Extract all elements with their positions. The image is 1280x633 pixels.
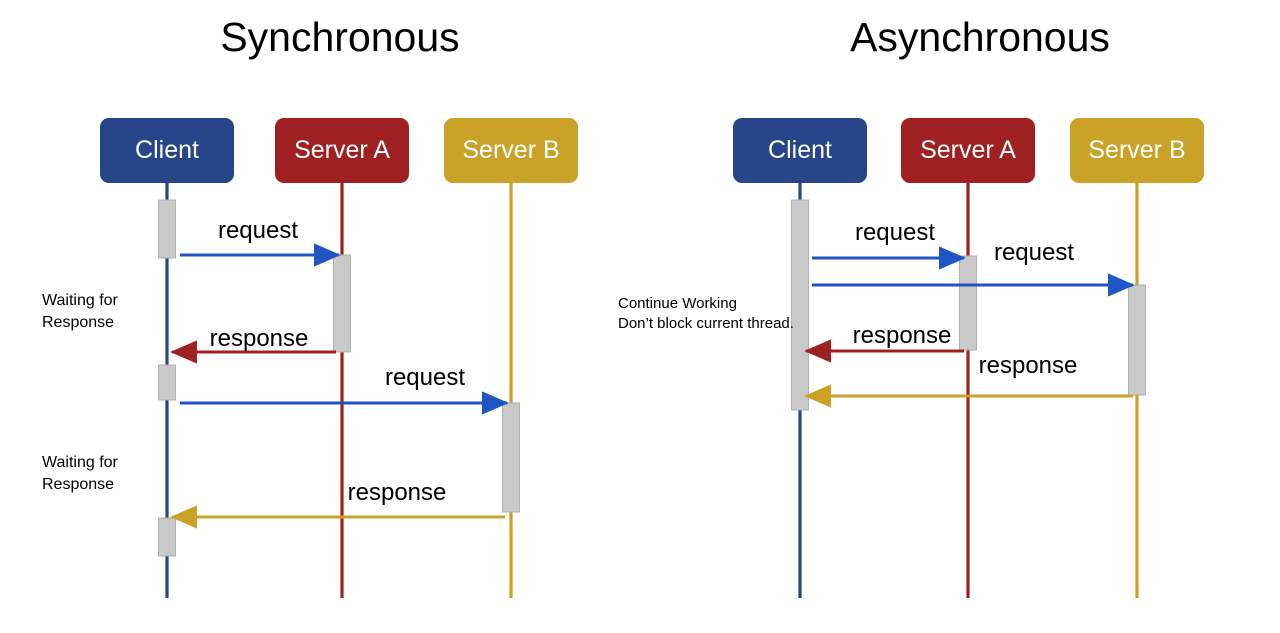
activation-bar (1128, 284, 1146, 396)
activation-bar (502, 402, 520, 513)
activation-bar (791, 199, 809, 411)
note-line: Don’t block current thread. (618, 315, 794, 333)
actor-label: Client (135, 136, 199, 164)
activation-bar (158, 199, 176, 259)
message-label-response: response (852, 322, 952, 349)
note-line: Continue Working (618, 295, 737, 312)
message-label-request: request (993, 239, 1075, 266)
message-label-request: request (384, 364, 466, 391)
message-label-response: response (209, 325, 309, 352)
diagram-title-synchronous: Synchronous (220, 14, 460, 60)
diagram-synchronous (158, 183, 520, 598)
message-label-response: response (347, 479, 447, 506)
diagram-asynchronous (791, 183, 1146, 598)
actor-box-client[interactable]: Client (100, 118, 234, 183)
actor-label: Client (768, 136, 832, 164)
message-label-request: request (854, 219, 936, 246)
actor-box-server-a[interactable]: Server A (275, 118, 409, 183)
actor-label: Server B (462, 136, 560, 164)
actor-label: Server B (1088, 136, 1186, 164)
note-line: Response (42, 313, 115, 331)
actor-box-client[interactable]: Client (733, 118, 867, 183)
actor-box-server-b[interactable]: Server B (444, 118, 578, 183)
activation-bar (158, 517, 176, 557)
activation-bar (959, 255, 977, 351)
note-line: Waiting for (42, 292, 118, 309)
message-label-request: request (217, 217, 299, 244)
note-line: Response (42, 475, 115, 493)
activation-bar (333, 254, 351, 353)
note-line: Waiting for (42, 454, 118, 471)
actor-box-server-b[interactable]: Server B (1070, 118, 1204, 183)
actor-box-server-a[interactable]: Server A (901, 118, 1035, 183)
activation-bar (158, 364, 176, 401)
actor-label: Server A (294, 136, 390, 164)
message-label-response: response (978, 352, 1078, 379)
diagram-title-asynchronous: Asynchronous (850, 14, 1110, 60)
actor-label: Server A (920, 136, 1016, 164)
